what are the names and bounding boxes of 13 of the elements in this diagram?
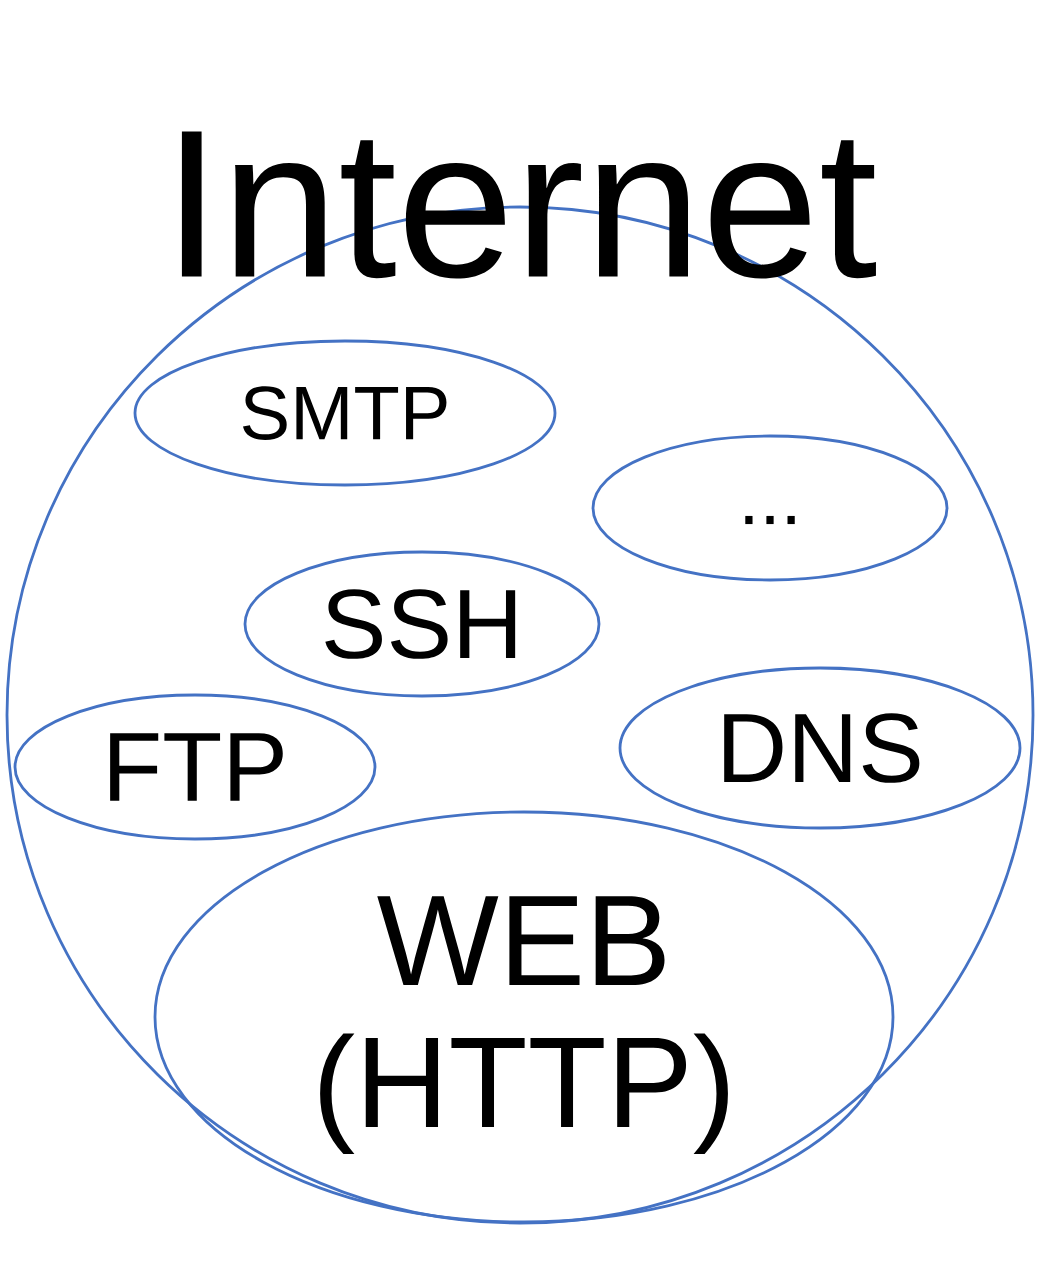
protocol-label: WEB (HTTP) bbox=[320, 896, 728, 1154]
heading: Internet bbox=[181, 131, 876, 279]
ellipse-bubble bbox=[243, 550, 601, 698]
ellipse-bubble bbox=[591, 434, 949, 582]
ellipse-bubble bbox=[133, 339, 557, 487]
protocol-label: FTP bbox=[110, 733, 283, 801]
ellipse-bubble bbox=[13, 693, 377, 841]
ellipse-bubble bbox=[153, 810, 895, 1224]
protocol-label: DNS bbox=[724, 713, 920, 783]
protocol-label: SMTP bbox=[243, 386, 447, 440]
protocol-label: ... bbox=[745, 515, 795, 525]
ellipse-bubble bbox=[618, 666, 1022, 830]
protocol-label: SSH bbox=[325, 589, 516, 659]
